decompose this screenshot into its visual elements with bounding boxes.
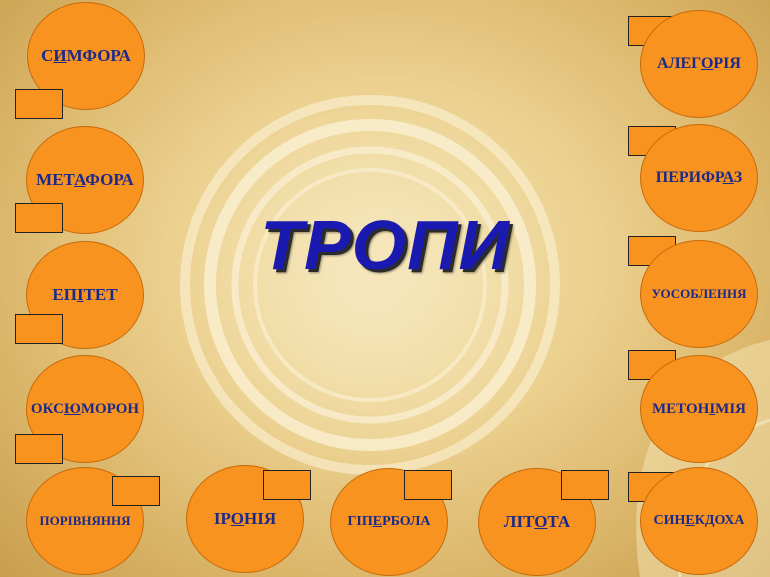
answer-box[interactable]	[263, 470, 311, 500]
answer-box[interactable]	[15, 314, 63, 344]
term-label: УОСОБЛЕННЯ	[651, 286, 747, 301]
concentric-rings-decoration	[175, 90, 565, 480]
term-circle-simfora[interactable]: СИМФОРА	[27, 2, 145, 110]
answer-box[interactable]	[15, 434, 63, 464]
term-label: ПЕРИФРАЗ	[655, 169, 743, 186]
term-label: ОКСЮМОРОН	[30, 400, 140, 417]
term-label: АЛЕГОРІЯ	[657, 55, 741, 72]
answer-box[interactable]	[112, 476, 160, 506]
term-label: МЕТОНІМІЯ	[652, 400, 746, 417]
term-label: СИНЕКДОХА	[653, 513, 745, 528]
term-label: СИМФОРА	[41, 46, 131, 65]
term-label: ІРОНІЯ	[213, 509, 277, 528]
page-title: ТРОПИ	[260, 206, 510, 284]
term-label: ЕПІТЕТ	[52, 285, 118, 304]
term-circle-metonimiia[interactable]: МЕТОНІМІЯ	[640, 355, 758, 463]
term-circle-perifraz[interactable]: ПЕРИФРАЗ	[640, 124, 758, 232]
term-label: ЛІТОТА	[503, 512, 571, 531]
term-label: ГІПЕРБОЛА	[347, 514, 431, 529]
term-circle-alegoriia[interactable]: АЛЕГОРІЯ	[640, 10, 758, 118]
answer-box[interactable]	[15, 89, 63, 119]
answer-box[interactable]	[404, 470, 452, 500]
term-label: ПОРІВНЯННЯ	[39, 513, 131, 528]
term-circle-uosoblennia[interactable]: УОСОБЛЕННЯ	[640, 240, 758, 348]
answer-box[interactable]	[15, 203, 63, 233]
term-circle-synekdokha[interactable]: СИНЕКДОХА	[640, 467, 758, 575]
answer-box[interactable]	[561, 470, 609, 500]
term-label: МЕТАФОРА	[36, 170, 134, 189]
